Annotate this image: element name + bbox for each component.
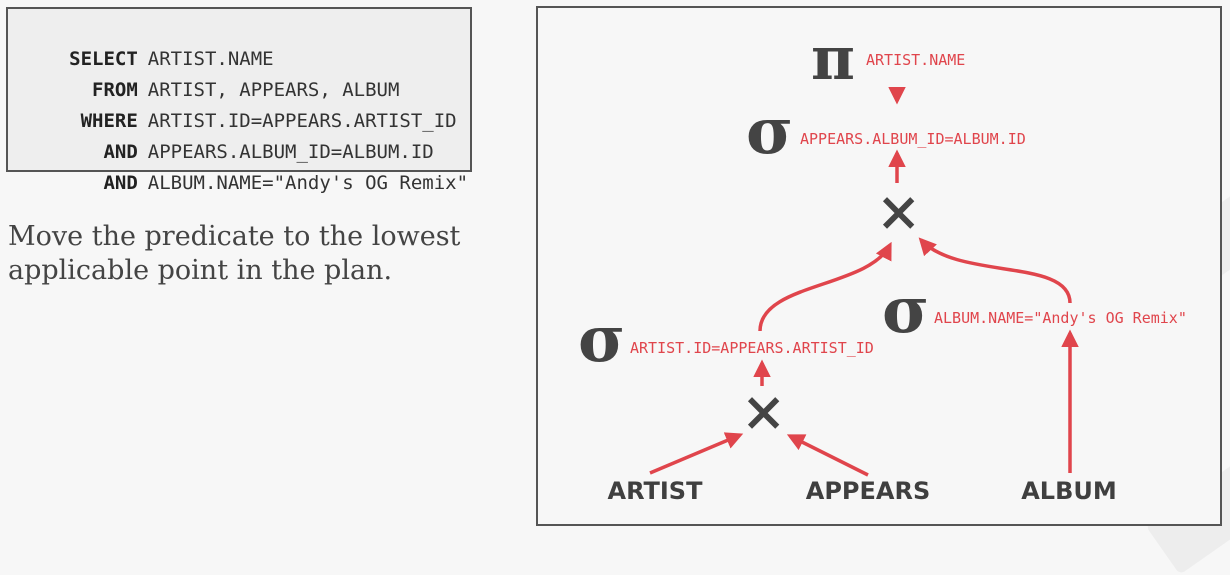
sql-keyword: SELECT — [69, 48, 138, 70]
sql-line-and-1: AND APPEARS.ALBUM_ID=ALBUM.ID — [8, 113, 433, 163]
sql-keyword: AND — [103, 141, 138, 163]
sql-keyword: AND — [103, 172, 138, 194]
relation-appears: APPEARS — [806, 477, 931, 505]
sql-keyword: FROM — [92, 79, 138, 101]
edge-artist-to-join — [649, 432, 744, 475]
sql-line-where: WHERE ARTIST.ID=APPEARS.ARTIST_ID — [8, 82, 457, 132]
select-left-predicate: ARTIST.ID=APPEARS.ARTIST_ID — [630, 339, 874, 357]
edge-appears-to-join — [786, 434, 869, 477]
sql-line-select: SELECT ARTIST.NAME — [8, 20, 273, 70]
select-top-symbol: σ — [746, 94, 793, 169]
sql-clause: ARTIST.ID=APPEARS.ARTIST_ID — [147, 110, 457, 132]
sql-keyword: WHERE — [80, 110, 138, 132]
join-top-symbol: × — [876, 179, 921, 243]
slide-caption: Move the predicate to the lowest applica… — [8, 221, 461, 286]
sql-line-and-2: AND ALBUM.NAME="Andy's OG Remix" — [8, 144, 468, 194]
query-plan-tree: π ARTIST.NAME σ APPEARS.ALBUM_ID=ALBUM.I… — [578, 24, 1187, 505]
select-right-predicate: ALBUM.NAME="Andy's OG Remix" — [934, 309, 1187, 327]
sql-line-from: FROM ARTIST, APPEARS, ALBUM — [8, 51, 399, 101]
join-bottom-symbol: × — [741, 379, 786, 443]
select-left-symbol: σ — [578, 302, 625, 377]
sql-clause: ALBUM.NAME="Andy's OG Remix" — [147, 172, 469, 194]
query-plan-frame: π ARTIST.NAME σ APPEARS.ALBUM_ID=ALBUM.I… — [536, 6, 1222, 526]
sql-clause: APPEARS.ALBUM_ID=ALBUM.ID — [147, 141, 434, 163]
select-top-predicate: APPEARS.ALBUM_ID=ALBUM.ID — [800, 130, 1026, 148]
select-right-symbol: σ — [882, 273, 929, 348]
sql-clause: ARTIST, APPEARS, ALBUM — [147, 79, 400, 101]
edge-right-select-to-join — [918, 237, 1072, 304]
sql-query-box: SELECT ARTIST.NAME FROM ARTIST, APPEARS, A… — [6, 7, 472, 194]
relation-artist: ARTIST — [608, 477, 704, 505]
projection-symbol: π — [811, 24, 855, 94]
edge-left-select-to-join — [758, 241, 892, 332]
relation-album: ALBUM — [1021, 477, 1117, 505]
projection-attribute: ARTIST.NAME — [866, 51, 965, 69]
sql-clause: ARTIST.NAME — [147, 48, 274, 70]
